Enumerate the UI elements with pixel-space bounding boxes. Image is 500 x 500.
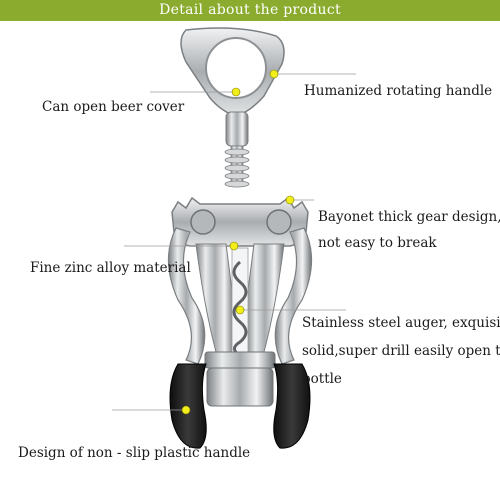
label-handle: Humanized rotating handle bbox=[304, 83, 493, 99]
marker-dot-beer-cover bbox=[231, 87, 241, 97]
banner-title: Detail about the product bbox=[159, 2, 341, 18]
marker-dot-auger bbox=[235, 305, 245, 315]
body-frame bbox=[195, 243, 285, 356]
label-gear-line2: not easy to break bbox=[318, 235, 437, 251]
header-banner bbox=[0, 0, 500, 21]
label-beer-cover: Can open beer cover bbox=[42, 99, 185, 115]
label-plastic: Design of non - slip plastic handle bbox=[18, 445, 251, 461]
label-auger-line3: bottle bbox=[302, 371, 342, 387]
plastic-grips bbox=[169, 363, 311, 449]
label-auger-line2: solid,super drill easily open the bbox=[302, 343, 500, 359]
gear-head bbox=[171, 196, 309, 247]
marker-dot-gear bbox=[285, 195, 295, 205]
bottom-collar bbox=[204, 351, 276, 407]
shank bbox=[224, 111, 250, 188]
label-zinc: Fine zinc alloy material bbox=[30, 260, 191, 276]
label-gear-line1: Bayonet thick gear design, bbox=[318, 209, 500, 225]
marker-dot-zinc bbox=[229, 241, 239, 251]
marker-dot-plastic bbox=[181, 405, 191, 415]
label-auger-line1: Stainless steel auger, exquisite bbox=[302, 315, 500, 331]
marker-dot-handle bbox=[269, 69, 279, 79]
rotating-handle bbox=[180, 27, 285, 117]
